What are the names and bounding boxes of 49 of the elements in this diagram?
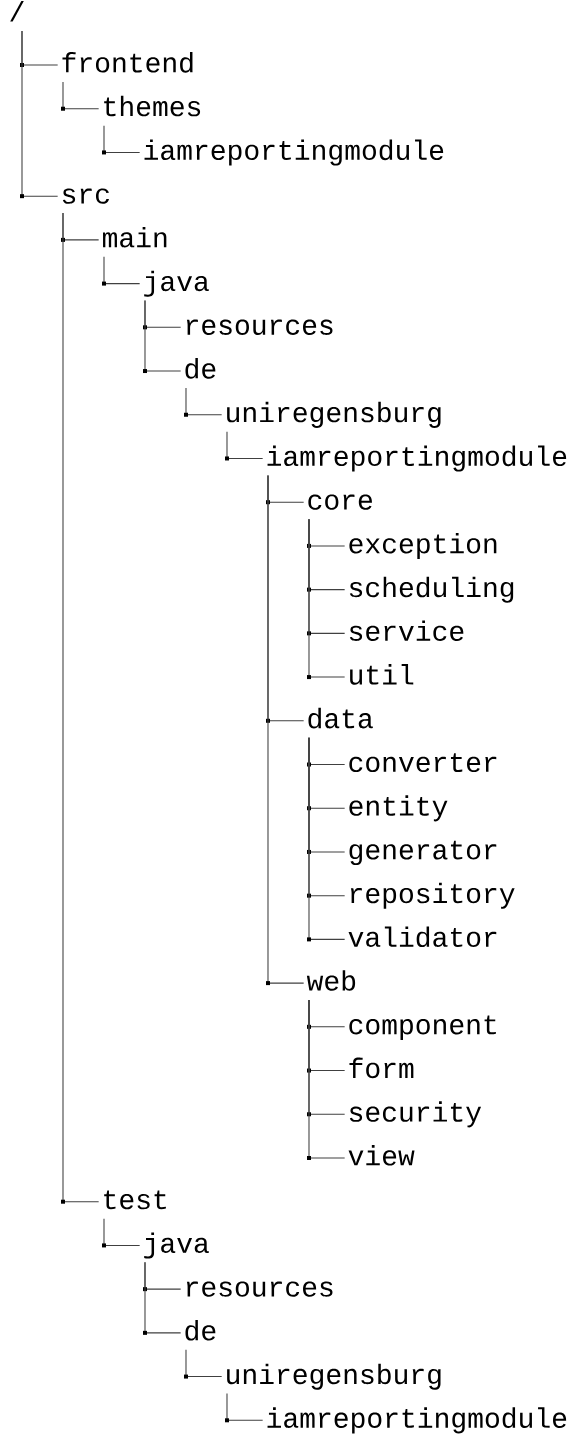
folder-name: iamreportingmodule [267,445,567,472]
tree-connector [266,474,305,986]
folder-name: repository [350,882,515,909]
folder-name: iamreportingmodule [267,1407,567,1434]
tree-connector [20,30,59,199]
folder-name: uniregensburg [227,401,441,428]
folder-name: exception [349,532,497,560]
folder-name: converter [349,753,497,773]
folder-name: java [144,1232,209,1259]
folder-name: / [10,1,24,22]
folder-name: src [62,188,109,204]
folder-name: uniregensburg [227,1363,441,1390]
tree-connector [307,737,346,942]
folder-name: frontend [62,52,193,73]
tree-connector [143,300,182,374]
folder-name: form [349,1057,414,1079]
folder-name: de [185,1319,216,1341]
folder-name: data [308,707,373,729]
tree-connector [102,1218,141,1248]
tree-connector [61,81,100,111]
folder-name: core [308,494,372,510]
folder-name: test [104,1190,166,1210]
tree-connector [184,387,223,417]
folder-name: view [348,1145,415,1166]
tree-connector [307,999,346,1160]
tree-connector [225,1393,264,1423]
folder-name: resources [186,319,333,335]
folder-name: web [306,970,356,991]
tree-connector [225,431,264,461]
folder-name: iamreportingmodule [144,139,444,166]
tree-connector [143,1261,182,1335]
folder-name: component [349,1015,496,1040]
folder-name: resources [186,1281,333,1297]
folder-name: validator [348,926,497,948]
folder-name: util [350,664,414,685]
tree-connector [307,518,346,680]
folder-name: security [349,1101,482,1128]
folder-name: main [102,226,167,248]
folder-name: generator [349,840,497,866]
tree-connector [102,256,141,286]
folder-name: scheduling [349,576,514,603]
tree-connector [102,125,141,155]
folder-name: service [349,620,464,641]
folder-name: java [144,270,209,297]
tree-connector [61,212,100,1204]
folder-name: de [185,358,216,379]
folder-name: entity [349,795,448,822]
tree-connector [184,1349,223,1379]
folder-name: themes [104,95,201,117]
